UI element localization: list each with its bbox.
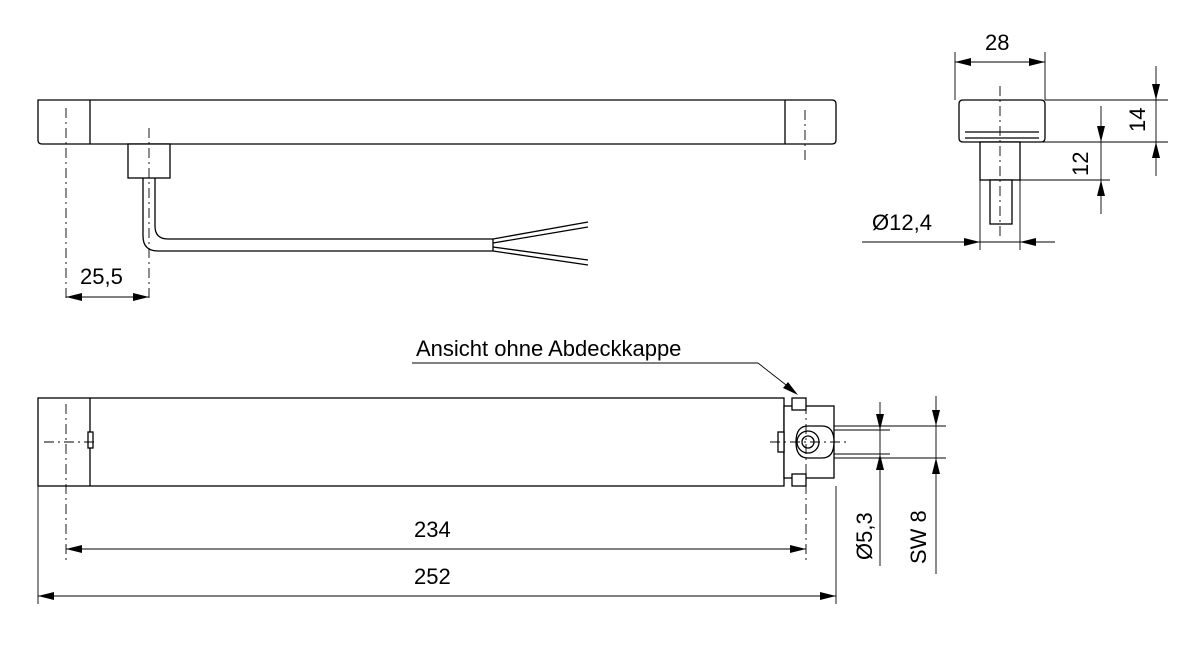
dim-28-label: 28 xyxy=(985,30,1009,55)
dim-5-3-label: Ø5,3 xyxy=(852,512,877,560)
dim-12-arrow-top xyxy=(1097,126,1105,142)
dim-25-5-arrow-left xyxy=(66,293,82,301)
dim-234-arrow-right xyxy=(790,545,806,553)
view-note-arrow xyxy=(783,382,798,395)
dim-252-arrow-left xyxy=(38,592,54,600)
end-view: 28 14 12 Ø12,4 xyxy=(862,30,1168,250)
side-view-cable-inner xyxy=(154,178,493,240)
dim-28-arrow-left xyxy=(955,58,971,66)
top-view: Ansicht ohne Abdeckkappe Ø5,3 SW 8 234 2… xyxy=(37,336,946,604)
wire-1-bottom xyxy=(492,226,589,244)
dim-sw8-arrow-top xyxy=(932,410,940,426)
dim-14-arrow-bottom xyxy=(1152,142,1160,158)
dim-12-arrow-bottom xyxy=(1097,180,1105,196)
dim-234-arrow-left xyxy=(66,545,82,553)
dim-12-4-arrow-left xyxy=(964,238,980,246)
dim-252-arrow-right xyxy=(820,592,836,600)
dim-25-5-label: 25,5 xyxy=(80,264,123,289)
end-view-housing xyxy=(958,99,1046,143)
mount-bracket-tab-bottom xyxy=(791,473,807,487)
dim-14-arrow-top xyxy=(1152,84,1160,100)
side-view-cable xyxy=(142,178,493,252)
dim-5-3-arrow-top xyxy=(876,414,884,430)
dim-234-label: 234 xyxy=(414,517,451,542)
dim-252-label: 252 xyxy=(414,564,451,589)
wire-2-top xyxy=(492,246,589,261)
dim-12-label: 12 xyxy=(1068,152,1093,176)
dim-25-5-arrow-right xyxy=(133,293,149,301)
side-view-housing xyxy=(37,99,837,145)
dim-14-label: 14 xyxy=(1125,108,1150,132)
dim-sw8-arrow-bottom xyxy=(932,458,940,474)
wire-1-top xyxy=(492,221,589,240)
dim-12-4-label: Ø12,4 xyxy=(872,210,932,235)
top-view-housing xyxy=(37,397,785,487)
top-view-cap-clip xyxy=(87,431,94,449)
view-note-label: Ansicht ohne Abdeckkappe xyxy=(416,336,681,361)
dim-sw8-label: SW 8 xyxy=(906,510,931,564)
end-view-cable xyxy=(989,179,1013,225)
wire-2-bottom xyxy=(492,250,589,266)
dim-12-4-arrow-right xyxy=(1020,238,1036,246)
dim-5-3-arrow-bottom xyxy=(876,454,884,470)
dim-28-arrow-right xyxy=(1029,58,1045,66)
side-view: 25,5 xyxy=(37,99,837,301)
mount-bracket-tab-top xyxy=(791,397,807,411)
